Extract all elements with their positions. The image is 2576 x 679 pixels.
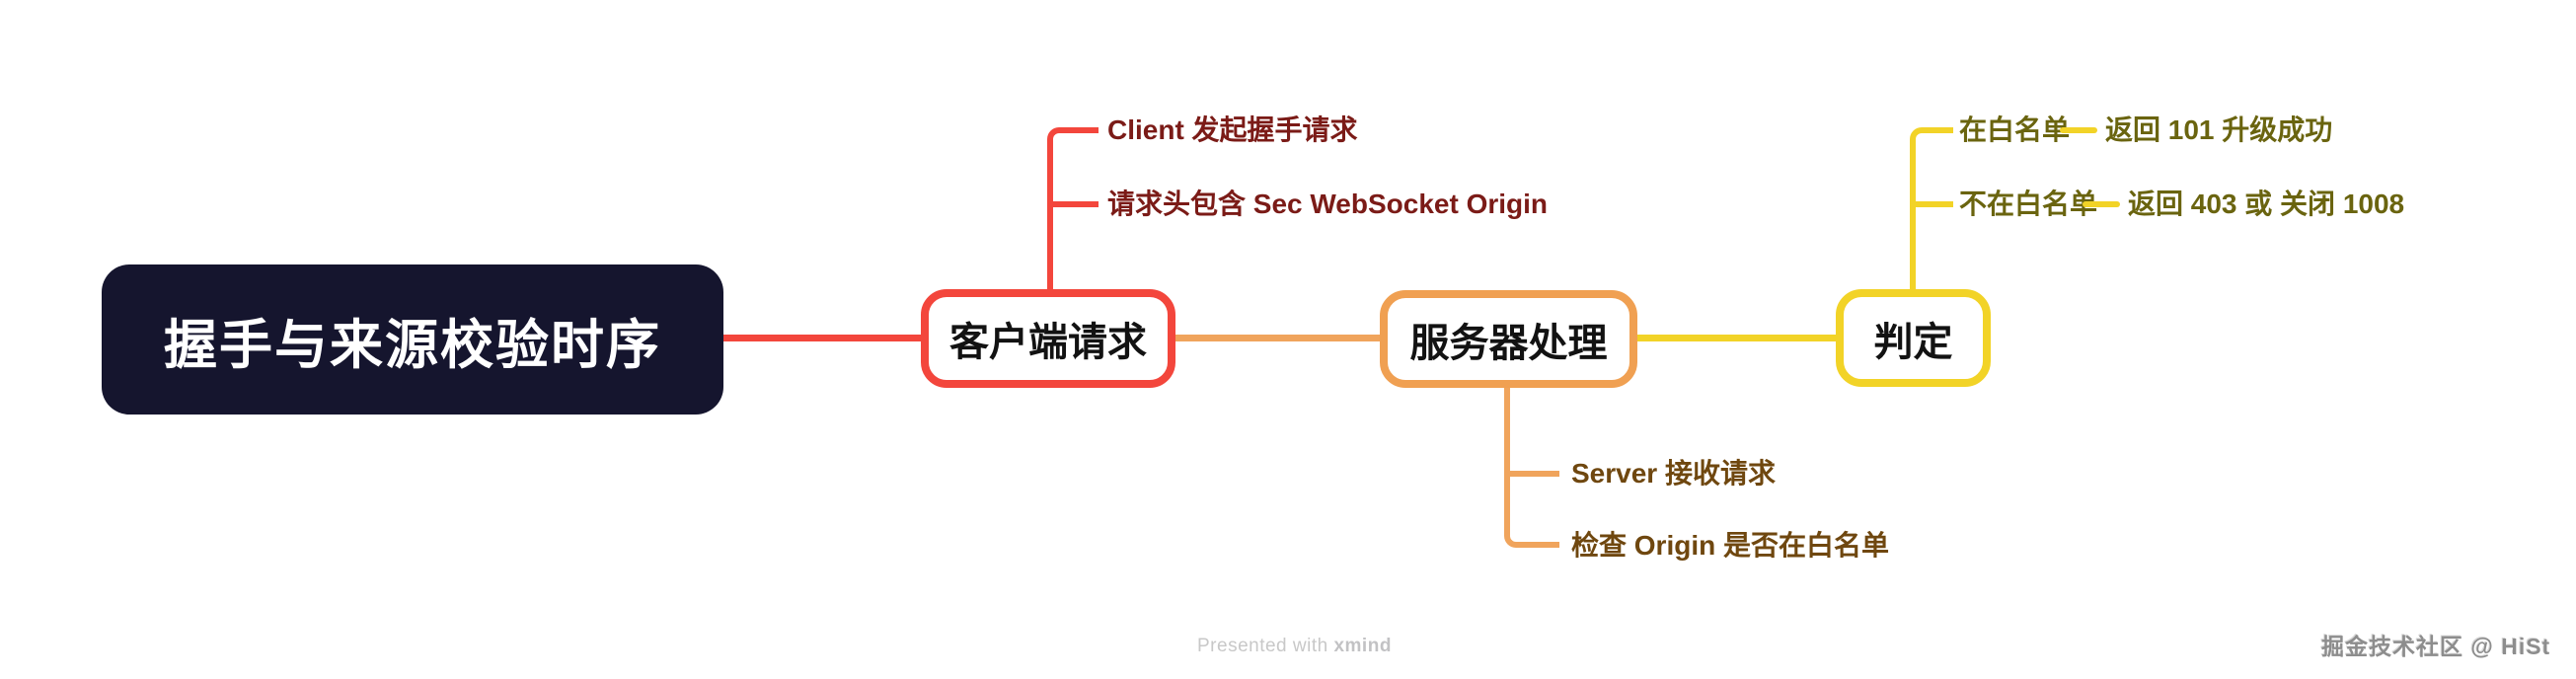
connector-client-to-server <box>1174 335 1382 341</box>
root-topic-node[interactable]: 握手与来源校验时序 <box>102 264 723 415</box>
branch-connector-judge-children <box>1910 127 1953 289</box>
leaf-topic-server-receive[interactable]: Server 接收请求 <box>1571 458 1776 489</box>
leaf-topic-not-in-whitelist[interactable]: 不在白名单 <box>1959 189 2098 219</box>
xmind-watermark-brand: xmind <box>1333 636 1392 656</box>
topic-node-judgement[interactable]: 判定 <box>1836 289 1991 387</box>
xmind-watermark: Presented with xmind <box>1197 636 1392 657</box>
branch-tick-client-child-2 <box>1047 201 1099 207</box>
leaf-topic-in-whitelist[interactable]: 在白名单 <box>1959 114 2071 145</box>
topic-node-server-processing[interactable]: 服务器处理 <box>1380 290 1637 388</box>
branch-tick-server-child-1 <box>1504 471 1559 477</box>
leaf-topic-client-handshake[interactable]: Client 发起握手请求 <box>1107 114 1358 145</box>
connector-whitelist-to-result <box>2060 127 2097 133</box>
branch-connector-client-children <box>1047 127 1099 289</box>
leaf-topic-result-403-1008[interactable]: 返回 403 或 关闭 1008 <box>2128 189 2405 219</box>
topic-node-client-request[interactable]: 客户端请求 <box>921 289 1175 388</box>
connector-not-whitelist-to-result <box>2083 201 2120 207</box>
branch-tick-judge-child-2 <box>1910 201 1953 207</box>
leaf-topic-client-origin-header[interactable]: 请求头包含 Sec WebSocket Origin <box>1107 189 1549 219</box>
connector-server-to-judge <box>1635 335 1838 341</box>
xmind-watermark-prefix: Presented with <box>1197 636 1328 656</box>
branch-connector-server-children <box>1504 388 1559 548</box>
leaf-topic-result-101[interactable]: 返回 101 升级成功 <box>2105 114 2333 145</box>
community-watermark: 掘金技术社区 @ HiSt <box>2321 634 2551 659</box>
connector-root-to-client <box>723 335 923 341</box>
leaf-topic-server-check-origin[interactable]: 检查 Origin 是否在白名单 <box>1571 530 1890 561</box>
